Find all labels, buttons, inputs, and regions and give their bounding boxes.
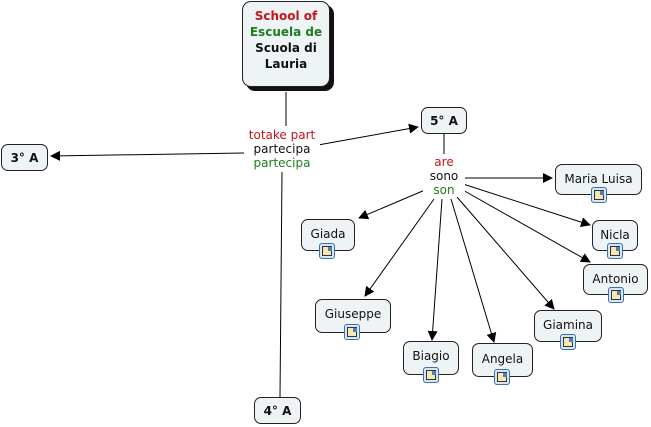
document-image-icon[interactable] (423, 367, 439, 383)
arrow-to-3a (50, 150, 245, 161)
arrow-to-giada (358, 189, 426, 220)
student-giuseppe[interactable]: Giuseppe (315, 299, 391, 333)
student-name: Giamina (543, 318, 593, 332)
link-text-italian: sono (429, 169, 459, 183)
arrow-to-giamina (456, 196, 555, 310)
concept-4a[interactable]: 4° A (254, 397, 301, 424)
link-text-english: totake part (248, 128, 316, 142)
document-image-icon[interactable] (608, 287, 624, 303)
root-line-spanish: Escuela de (249, 25, 323, 39)
arrow-to-nicla (462, 183, 591, 227)
arrow-to-angela (450, 198, 497, 343)
document-image-icon[interactable] (494, 369, 510, 385)
root-concept-school[interactable]: School of Escuela de Scuola di Lauria (242, 1, 330, 87)
document-image-icon[interactable] (560, 334, 576, 350)
arrow-to-5a (317, 123, 419, 146)
arrow-to-antonio (460, 188, 591, 263)
concept-3a[interactable]: 3° A (1, 144, 48, 171)
student-name: Giada (310, 227, 346, 241)
link-text-english: are (434, 155, 454, 169)
student-name: Angela (481, 352, 524, 366)
arrow-to-giuseppe (364, 198, 435, 297)
linking-phrase-sono[interactable]: are sono son (423, 155, 465, 197)
student-name: Maria Luisa (564, 172, 633, 186)
arrow-to-biagio (427, 198, 443, 341)
root-line-english: School of (254, 9, 318, 23)
link-text-italian: partecipa (253, 142, 311, 156)
linking-phrase-partecipa[interactable]: totake part partecipa partecipa (244, 128, 320, 170)
document-image-icon[interactable] (591, 187, 607, 203)
root-line-name: Lauria (264, 57, 308, 71)
document-image-icon[interactable] (344, 324, 360, 340)
student-name: Antonio (592, 272, 639, 286)
concept-3a-label: 3° A (10, 150, 39, 165)
concept-4a-label: 4° A (263, 403, 292, 418)
concept-5a[interactable]: 5° A (421, 107, 467, 134)
line-to-4a (279, 171, 283, 398)
link-text-spanish: partecipa (253, 156, 311, 170)
document-image-icon[interactable] (607, 243, 623, 259)
root-line-italian: Scuola di (255, 41, 317, 55)
student-name: Nicla (600, 228, 630, 242)
document-image-icon[interactable] (319, 243, 335, 259)
link-text-spanish: son (433, 183, 455, 197)
student-name: Biagio (412, 349, 450, 363)
concept-5a-label: 5° A (430, 113, 458, 128)
student-name: Giuseppe (324, 307, 382, 321)
